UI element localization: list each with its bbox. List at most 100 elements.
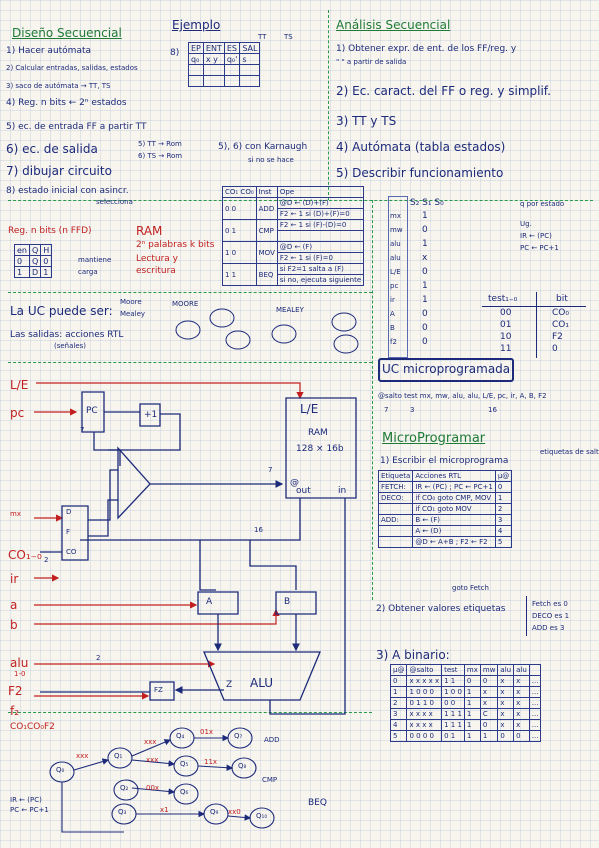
pc-box — [81, 391, 105, 433]
reg-title: Reg. n bits (n FFD) — [8, 226, 92, 236]
ram-out-line — [80, 498, 301, 541]
label-f2: f₂ — [10, 704, 20, 718]
ir-d-line — [88, 469, 118, 521]
fsm-state-label: Q₅ — [180, 760, 189, 768]
label-a: a — [10, 598, 18, 612]
ram-line-1: 2ⁿ palabras k bits — [136, 240, 215, 250]
signal-value: 1 — [422, 295, 428, 305]
uc-outputs: Las salidas: acciones RTL — [10, 330, 124, 340]
fsm-edge — [131, 759, 176, 767]
test-code: 10 — [500, 332, 512, 342]
signal-name: mx — [390, 212, 401, 220]
signal-name: pc — [390, 282, 399, 290]
binary-cell: 1 — [479, 730, 499, 742]
ram-le-label: L/E — [300, 402, 319, 416]
label-fz: F2 — [8, 684, 23, 698]
signals-note-2: IR ← (PC) — [520, 232, 552, 240]
label-ir: ir — [10, 572, 19, 586]
label-alu: alu — [10, 656, 29, 670]
signal-name: B — [390, 324, 395, 332]
reg-note-load: carga — [78, 268, 98, 276]
label-le: L/E — [10, 378, 29, 392]
analysis-step-3: 3) TT y TS — [336, 114, 397, 128]
fsm-state-label: Q₇ — [234, 732, 243, 740]
test-bit: CO₁ — [552, 320, 569, 330]
ram-in: in — [338, 486, 347, 496]
design-step-5-note: 5) TT → Rom — [138, 140, 182, 148]
design-step-8-note: selecciona — [96, 198, 133, 206]
test-code: 01 — [500, 320, 512, 330]
signal-name: ir — [390, 296, 395, 304]
design-karnaugh: 5), 6) con Karnaugh — [218, 142, 308, 152]
signal-value: 0 — [422, 309, 428, 319]
co-width: 2 — [44, 556, 49, 564]
binary-cell: 1 — [463, 730, 481, 742]
label-co: CO₁₋₀ — [8, 548, 42, 562]
example-head-ts: TS — [284, 33, 293, 41]
plus1-box — [139, 403, 161, 427]
signal-name: mw — [390, 226, 403, 234]
pc-out — [93, 432, 121, 466]
ram-to-b — [249, 540, 297, 590]
fsm-state-label: Q₀ — [56, 766, 65, 774]
mealey-state — [331, 312, 357, 332]
label-alu-sub: 1-0 — [14, 670, 26, 678]
ram-line-3: escritura — [136, 266, 176, 276]
divider-vertical-top — [328, 10, 329, 200]
example-title: Ejemplo — [172, 18, 221, 32]
microprog-cell: @D ← A+B ; F2 ← F2 — [412, 536, 496, 548]
alu-z: Z — [226, 680, 233, 690]
fsm-edge — [131, 739, 172, 757]
fz-box — [149, 681, 175, 701]
mux-shape — [117, 446, 151, 520]
ram-label: RAM — [308, 428, 328, 438]
mealey-state — [333, 334, 359, 354]
microprog-cell: 5 — [494, 536, 513, 548]
design-step-6-note: 6) TS → Rom — [138, 152, 183, 160]
label-mx: mx — [10, 510, 21, 518]
bus-width-16: 16 — [254, 526, 263, 534]
signal-value: x — [422, 253, 428, 263]
microprog-labels-sep — [526, 596, 527, 636]
example-head-tt: TT — [258, 33, 267, 41]
a-box-label: A — [206, 597, 213, 607]
ram-to-a — [199, 540, 216, 591]
fsm-state-label: Q₆ — [180, 788, 189, 796]
divider-horizontal-4 — [8, 712, 372, 713]
test-bit: F2 — [552, 332, 563, 342]
microprog-title: MicroProgramar — [382, 431, 486, 446]
signal-value: 0 — [422, 323, 428, 333]
reg-head-q: Q — [28, 244, 42, 256]
fsm-transition-label: 11x — [204, 758, 218, 766]
signals-note-3: PC ← PC+1 — [520, 244, 559, 252]
design-step-8: 8) estado inicial con asincr. — [6, 186, 129, 196]
microprog-goto: goto Fetch — [452, 584, 489, 592]
example-head-es: ES — [223, 42, 241, 54]
fsm-inputs: CO₁CO₀F2 — [10, 722, 55, 732]
moore-state — [209, 308, 235, 328]
test-head-1: test₁₋₀ — [488, 294, 518, 304]
example-table: EP ENT ES SAL q₀ x y q₀' s — [188, 42, 261, 87]
reg-cell: 1 — [14, 266, 30, 278]
fsm-state — [113, 779, 139, 801]
fsm-transition-label: xxx — [144, 738, 157, 746]
ram-size: 128 × 16b — [296, 444, 344, 454]
b-box — [275, 591, 317, 615]
fsm-state-label: Q₁ — [114, 752, 123, 760]
instr-name: ADD — [255, 197, 278, 220]
analysis-step-1: 1) Obtener expr. de ent. de los FF/reg. … — [336, 44, 517, 54]
signal-name: alu — [390, 254, 401, 262]
analysis-title: Análisis Secuencial — [336, 18, 451, 32]
fsm-state-label: Q₃ — [118, 808, 127, 816]
fsm-cmp: CMP — [262, 776, 278, 784]
moore-state — [225, 330, 251, 350]
signals-small: q por estado — [520, 200, 565, 208]
test-bit: 0 — [552, 344, 558, 354]
test-head-2: bit — [556, 294, 568, 304]
alu-label: ALU — [250, 676, 274, 690]
